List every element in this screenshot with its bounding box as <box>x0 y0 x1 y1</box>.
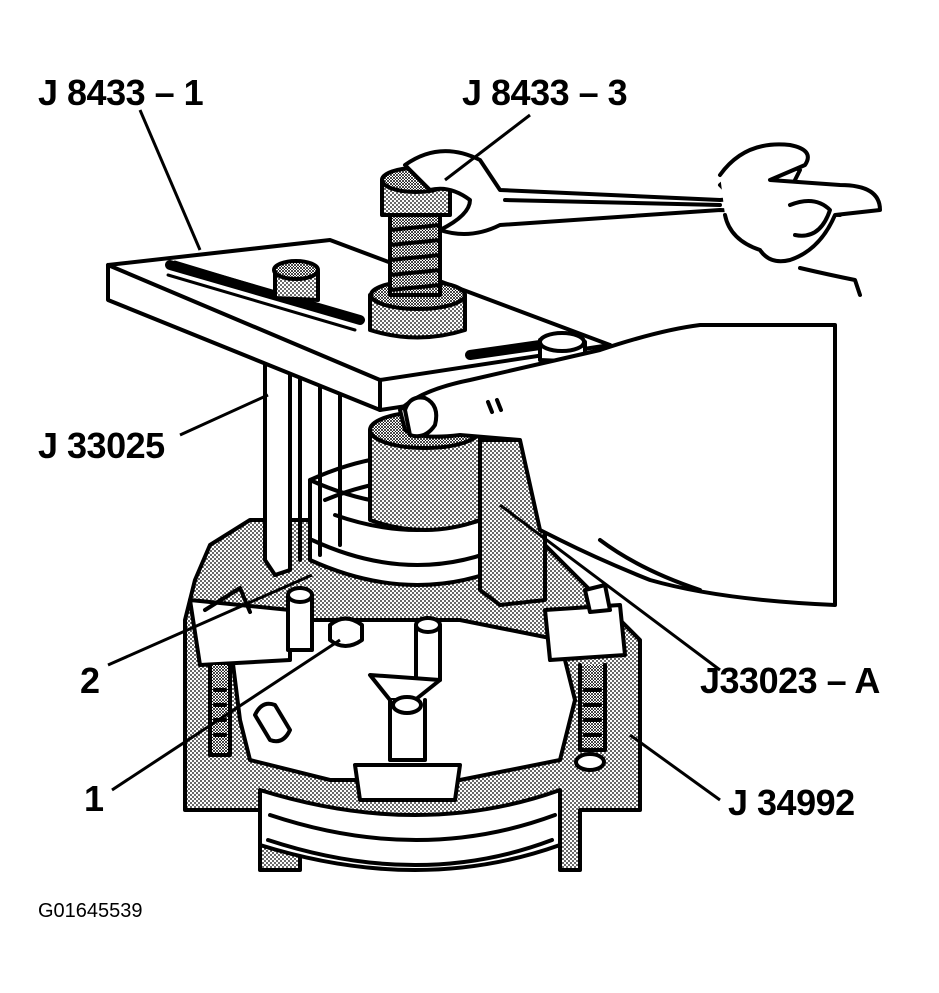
leader-j8433-3 <box>444 113 531 182</box>
label-j33025: J 33025 <box>38 425 165 466</box>
label-j8433-1: J 8433 – 1 <box>38 72 204 113</box>
leader-lines <box>107 109 721 802</box>
leader-j34992 <box>629 733 721 802</box>
leader-j8433-1 <box>138 109 202 251</box>
bridge-slot-left <box>165 260 365 325</box>
leader-1 <box>111 638 341 792</box>
label-callout-1: 1 <box>84 778 104 819</box>
tool-leg <box>263 358 292 577</box>
right-clamp <box>543 603 627 662</box>
hand-lower <box>398 323 837 607</box>
side-knob <box>253 701 292 744</box>
label-callout-2: 2 <box>80 660 100 701</box>
label-j34992: J 34992 <box>728 782 855 823</box>
leader-j33023a <box>499 503 721 672</box>
bridge-slot-right <box>465 340 545 360</box>
label-j8433-3: J 8433 – 3 <box>462 72 628 113</box>
label-j33023a: J33023 – A <box>700 660 880 701</box>
leader-2 <box>107 573 313 667</box>
housing-lower-ring <box>258 788 562 872</box>
figure-id: G01645539 <box>38 900 143 922</box>
wrench <box>403 149 842 236</box>
leader-j33025 <box>179 393 269 437</box>
